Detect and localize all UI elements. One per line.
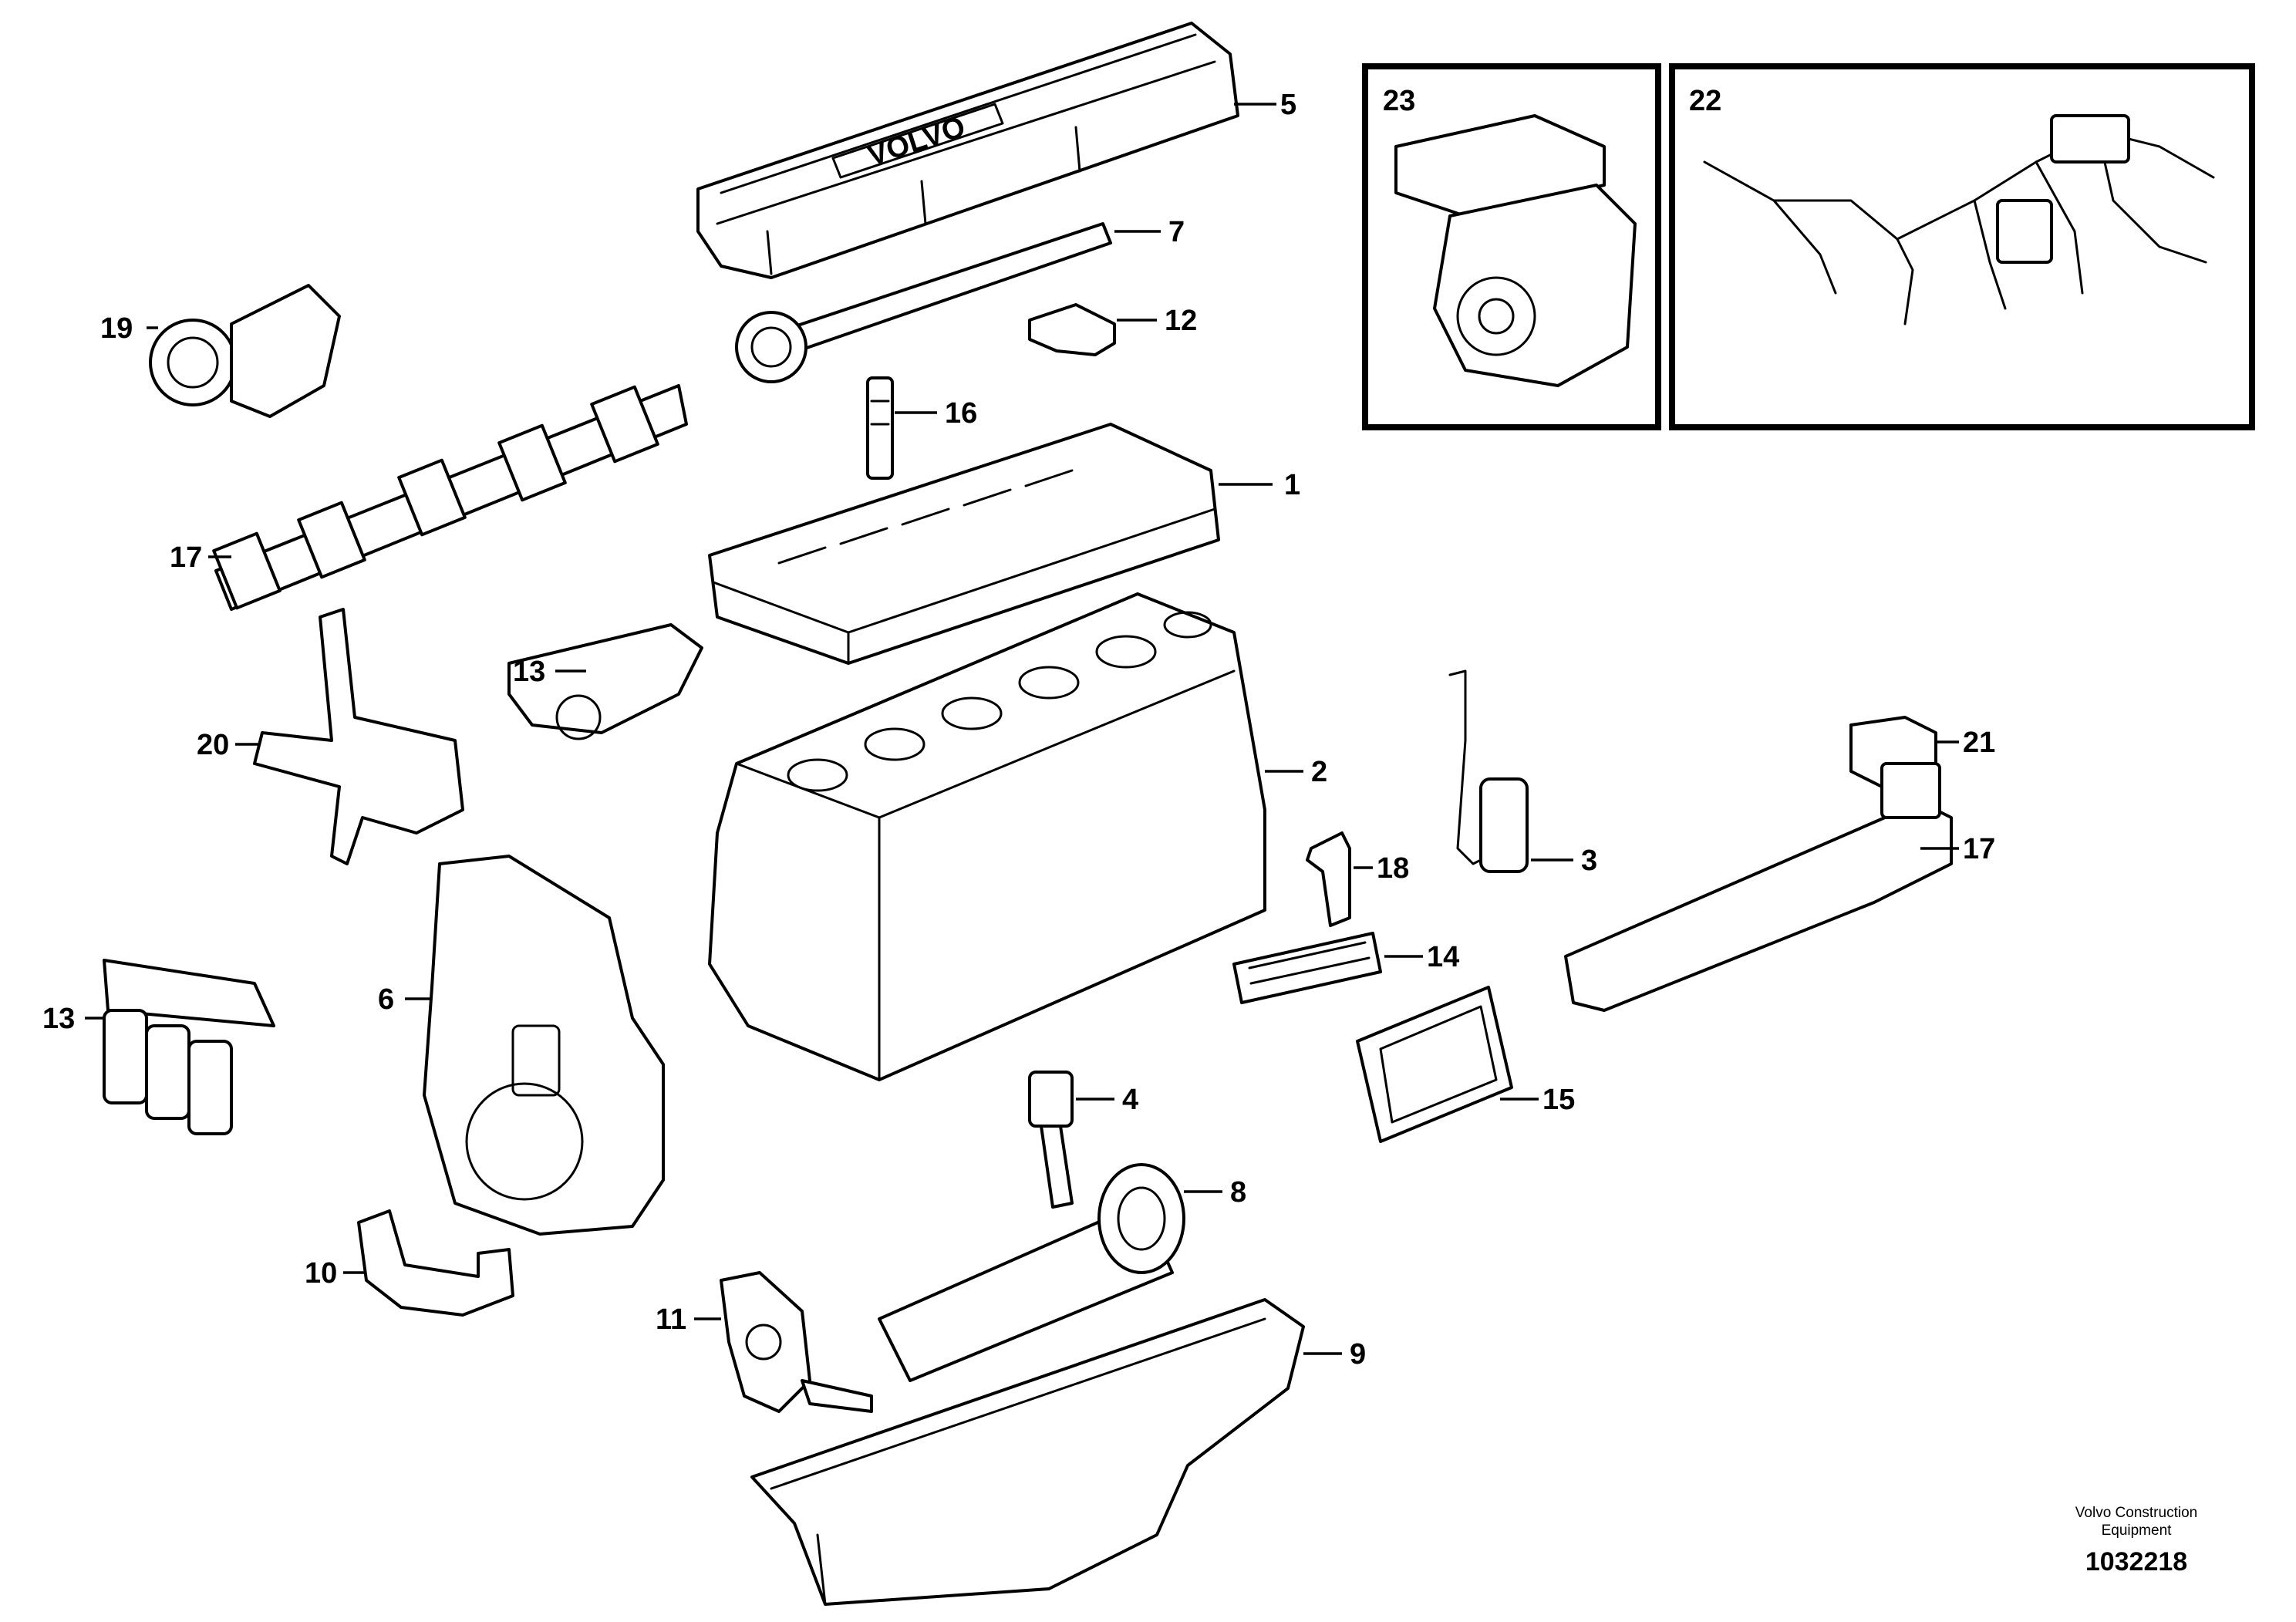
part-timing-cover (423, 855, 665, 1236)
callout-20: 20 (197, 729, 229, 761)
callout-8: 8 (1230, 1176, 1246, 1209)
callout-18: 18 (1377, 852, 1409, 885)
callout-13-lower: 13 (42, 1003, 75, 1035)
part-oil-pump-gear (720, 1271, 873, 1413)
callout-11: 11 (656, 1303, 686, 1336)
credit-block: Volvo Construction Equipment 1032218 (2036, 1504, 2237, 1577)
part-exhaust-manifold-left (212, 384, 688, 611)
part-engine-block (708, 592, 1266, 1081)
part-wiring-harness (1703, 114, 2215, 325)
part-injector (866, 376, 894, 480)
callout-23: 23 (1383, 85, 1415, 117)
part-gasket-frame (1356, 986, 1513, 1143)
callout-14: 14 (1427, 941, 1459, 973)
part-sensor-bracket (1028, 303, 1116, 356)
callout-19: 19 (100, 312, 133, 345)
part-cylinder-head (708, 423, 1220, 665)
inset-frame-22 (1669, 63, 2255, 430)
callout-labels: 5 7 12 16 1 2 3 18 14 15 4 8 9 11 10 6 1… (42, 85, 1995, 1371)
callout-6: 6 (378, 983, 394, 1016)
callout-17-left: 17 (170, 541, 202, 574)
part-oil-pan (750, 1298, 1305, 1606)
inset-frame-23 (1362, 63, 1661, 430)
callout-12: 12 (1165, 305, 1197, 337)
part-oil-pump (507, 623, 703, 740)
callout-9: 9 (1350, 1338, 1366, 1371)
callout-2: 2 (1311, 756, 1327, 788)
callout-15: 15 (1542, 1084, 1575, 1116)
callout-13-upper: 13 (513, 656, 545, 688)
credit-maker-line1: Volvo Construction (2075, 1505, 2198, 1521)
callout-3: 3 (1581, 845, 1597, 877)
callout-5: 5 (1280, 89, 1296, 121)
callout-7: 7 (1168, 216, 1185, 248)
credit-maker-line2: Equipment (2101, 1523, 2172, 1539)
part-piston (1028, 1071, 1074, 1209)
part-bracket-18 (1306, 831, 1351, 927)
part-oil-pipe (357, 1209, 514, 1317)
callout-16: 16 (945, 397, 977, 430)
callout-1: 1 (1284, 469, 1300, 501)
diagram-number: 1032218 (2085, 1547, 2188, 1576)
leader-lines (85, 103, 1959, 1355)
part-oil-separator (1448, 669, 1529, 873)
part-air-compressor (1394, 114, 1637, 387)
part-crankshaft (878, 1163, 1185, 1382)
part-valve-cover: VOLVO (696, 22, 1239, 279)
part-turbocharger (149, 284, 341, 418)
part-coolant-pipe (253, 608, 464, 865)
part-oil-cooler (1232, 932, 1382, 1004)
callout-4: 4 (1122, 1084, 1138, 1116)
callout-17-right: 17 (1963, 833, 1995, 865)
part-camshaft (735, 222, 1112, 383)
callout-22: 22 (1689, 85, 1721, 117)
callout-10: 10 (305, 1257, 337, 1290)
callout-21: 21 (1963, 727, 1995, 759)
part-oil-filter-housing (103, 959, 275, 1135)
part-intake-manifold-right (1564, 762, 1953, 1012)
